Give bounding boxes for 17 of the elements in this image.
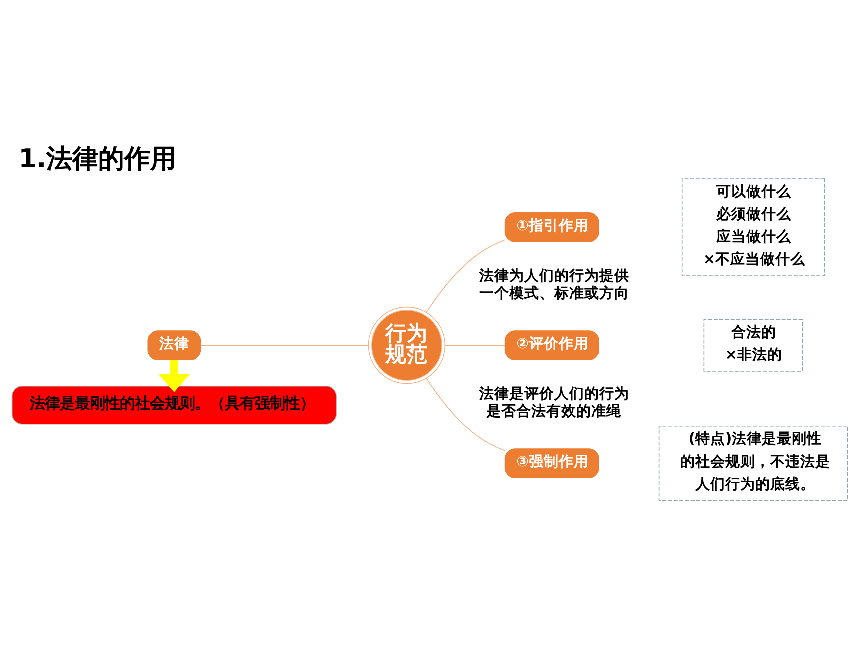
arrow	[158, 360, 190, 392]
node-label: 法律为人们的行为提供一个模式、标准或方向	[479, 267, 630, 302]
node-box: ②评价作用	[504, 330, 600, 360]
node-box: ①指引作用	[504, 212, 600, 242]
connector	[444, 345, 506, 346]
node-box: 法律	[148, 330, 202, 360]
node-box: ③强制作用	[504, 448, 600, 479]
node-circle: 行为规范	[368, 306, 446, 384]
node-box: (特点)法律是最刚性的社会规则，不违法是人们行为的底线。	[658, 426, 848, 502]
node-box: 法律是最刚性的社会规则。（具有强制性）	[12, 386, 337, 425]
diagram-title: 1.法律的作用	[18, 144, 177, 174]
connector	[200, 345, 370, 346]
node-box: 可以做什么 必须做什么 应当做什么 ×不应当做什么	[682, 178, 826, 276]
connector	[426, 378, 506, 452]
node-label: 法律是评价人们的行为是否合法有效的准绳	[479, 385, 630, 420]
connector	[426, 240, 506, 314]
node-box: 合法的 ×非法的	[704, 319, 804, 372]
